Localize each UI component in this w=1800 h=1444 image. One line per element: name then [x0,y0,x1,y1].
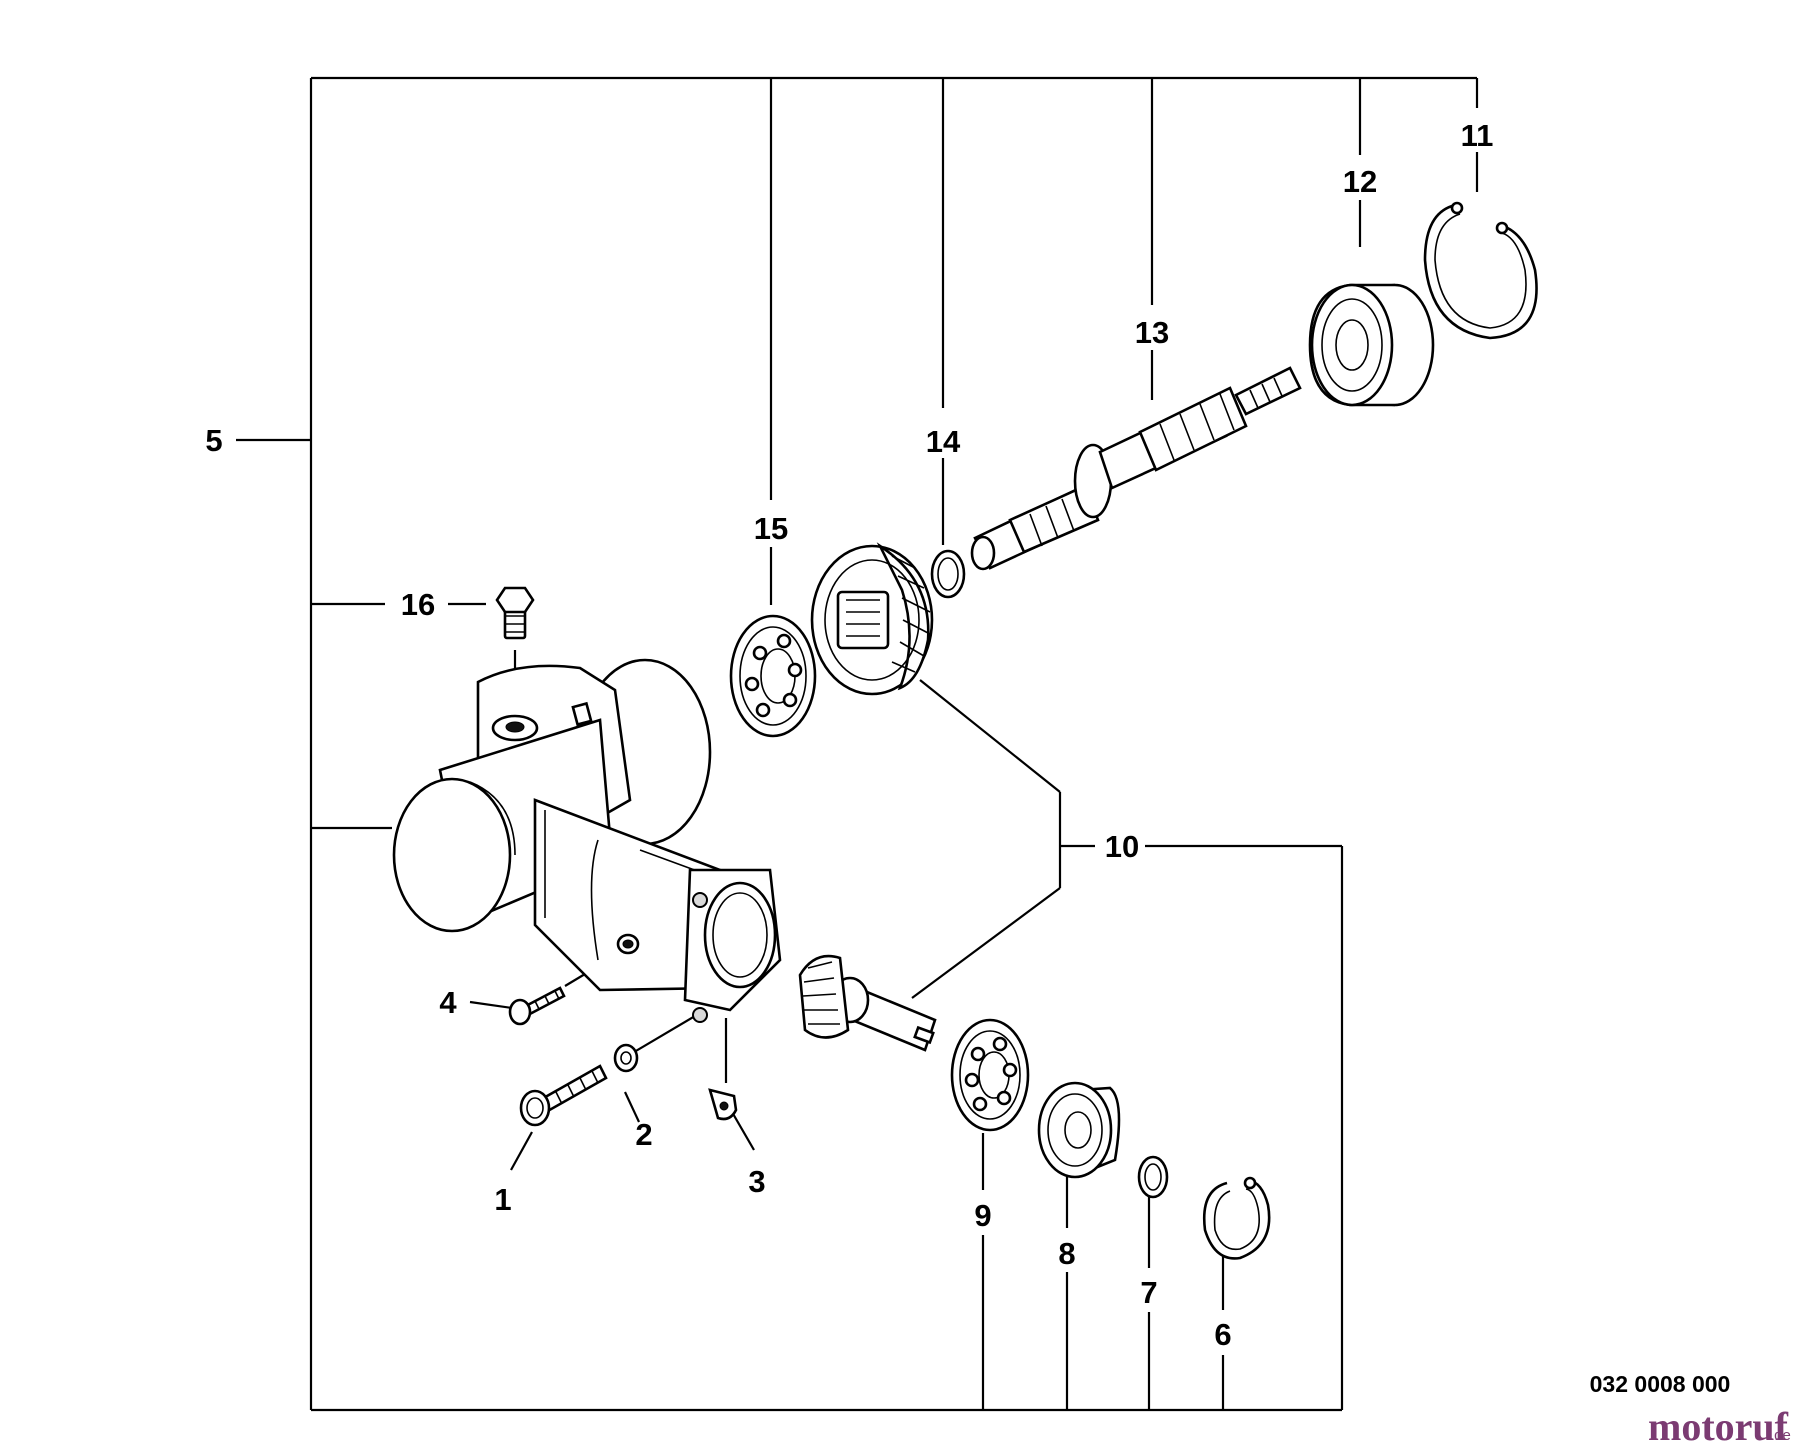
snap-ring-part-7 [1137,1155,1169,1199]
callout-15: 15 [754,511,788,546]
snap-ring-part-14 [930,549,966,599]
callout-5: 5 [205,423,222,458]
callout-2: 2 [635,1117,652,1152]
pinion-gear [798,954,937,1052]
callout-8: 8 [1058,1236,1075,1271]
watermark-logo: motoruf .de [1648,1404,1791,1444]
callout-7: 7 [1140,1275,1157,1310]
washer-part-2 [613,1043,639,1073]
bolt-part-16 [495,586,535,640]
callout-13: 13 [1135,315,1169,350]
callout-3: 3 [748,1164,765,1199]
callout-11: 11 [1461,118,1494,153]
bearing-part-15 [729,614,817,738]
watermark-text: motoruf [1648,1404,1789,1444]
circlip-part-6 [1202,1176,1271,1260]
callout-9: 9 [974,1198,991,1233]
gear-housing [392,658,782,1023]
bearing-part-12 [1308,283,1435,407]
bearing-part-8 [1037,1081,1121,1179]
callout-10: 10 [1105,829,1139,864]
callout-6: 6 [1214,1317,1231,1352]
callout-1: 1 [494,1182,511,1217]
bolt-part-1 [519,1064,608,1127]
callout-14: 14 [926,424,961,459]
callout-16: 16 [401,587,435,622]
callout-labels: 1 2 3 4 5 6 7 8 9 10 11 12 13 14 15 16 [205,118,1493,1352]
bearing-part-9 [950,1018,1030,1132]
assembly-frame-lines [236,76,1479,1412]
screw-part-4 [508,986,566,1026]
callout-4: 4 [439,985,457,1020]
clip-part-3 [708,1088,738,1121]
drawing-code: 032 0008 000 [1590,1371,1731,1397]
shaft-part-13 [970,366,1302,571]
circlip-part-11 [1423,201,1538,340]
watermark-suffix: .de [1770,1427,1791,1444]
bevel-gear-large [810,542,934,696]
callout-12: 12 [1343,164,1377,199]
